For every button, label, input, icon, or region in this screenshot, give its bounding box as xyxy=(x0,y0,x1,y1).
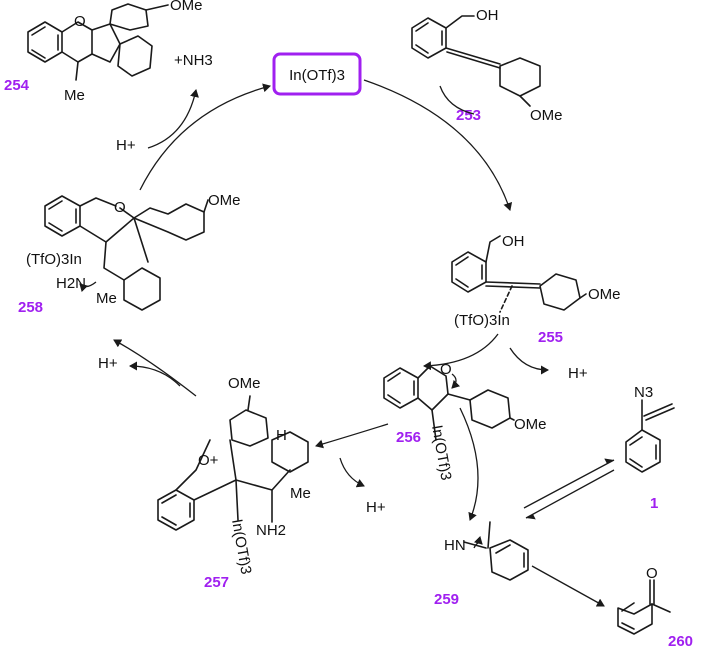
h-plus-label: H+ xyxy=(116,137,136,154)
ome-label: OMe xyxy=(228,375,261,392)
compound-259-id: 259 xyxy=(434,591,459,608)
o-label: O xyxy=(646,565,658,582)
compound-255-structure xyxy=(451,235,587,313)
h2n-label: H2N xyxy=(56,275,86,292)
me-label: Me xyxy=(64,87,85,104)
tfo3in-label: (TfO)3In xyxy=(26,251,82,268)
compound-254-structure xyxy=(27,3,169,81)
compound-1-structure xyxy=(625,399,675,473)
cycle-arrows xyxy=(79,79,615,607)
oh-label: OH xyxy=(502,233,525,250)
catalyst-box: In(OTf)3 xyxy=(272,52,362,96)
compound-258-structure xyxy=(44,195,209,311)
compound-258-id: 258 xyxy=(18,299,43,316)
nh2-label: NH2 xyxy=(256,522,286,539)
n3-label: N3 xyxy=(634,384,653,401)
compound-253-id: 253 xyxy=(456,107,481,124)
h-label: H xyxy=(276,427,287,444)
compound-254-id: 254 xyxy=(4,77,30,94)
ome-label: OMe xyxy=(588,286,621,303)
compound-257-structure xyxy=(157,395,309,531)
nh3-label: +NH3 xyxy=(174,52,213,69)
h-plus-label: H+ xyxy=(366,499,386,516)
h-plus-label: H+ xyxy=(568,365,588,382)
in-otf3-label: In(OTf)3 xyxy=(228,518,254,576)
compound-257-id: 257 xyxy=(204,574,229,591)
ome-label: OMe xyxy=(170,0,203,14)
o-plus-label: O+ xyxy=(198,452,219,469)
ome-label: OMe xyxy=(514,416,547,433)
oh-label: OH xyxy=(476,7,499,24)
compound-255-id: 255 xyxy=(538,329,563,346)
compound-256-id: 256 xyxy=(396,429,421,446)
o-label: O xyxy=(74,13,86,30)
me-label: Me xyxy=(290,485,311,502)
hn-label: HN xyxy=(444,537,466,554)
compound-1-id: 1 xyxy=(650,495,658,512)
in-otf3-label: In(OTf)3 xyxy=(428,424,454,482)
compound-260-id: 260 xyxy=(668,633,693,650)
compound-260-structure xyxy=(617,579,671,635)
ome-label: OMe xyxy=(530,107,563,124)
o-label: O xyxy=(440,361,452,378)
catalyst-label: In(OTf)3 xyxy=(289,67,345,84)
o-label: O xyxy=(114,199,126,216)
compound-253-structure xyxy=(411,15,541,107)
compound-259-structure xyxy=(463,521,529,581)
tfo3in-label: (TfO)3In xyxy=(454,312,510,329)
h-plus-label: H+ xyxy=(98,355,118,372)
ome-label: OMe xyxy=(208,192,241,209)
me-label: Me xyxy=(96,290,117,307)
